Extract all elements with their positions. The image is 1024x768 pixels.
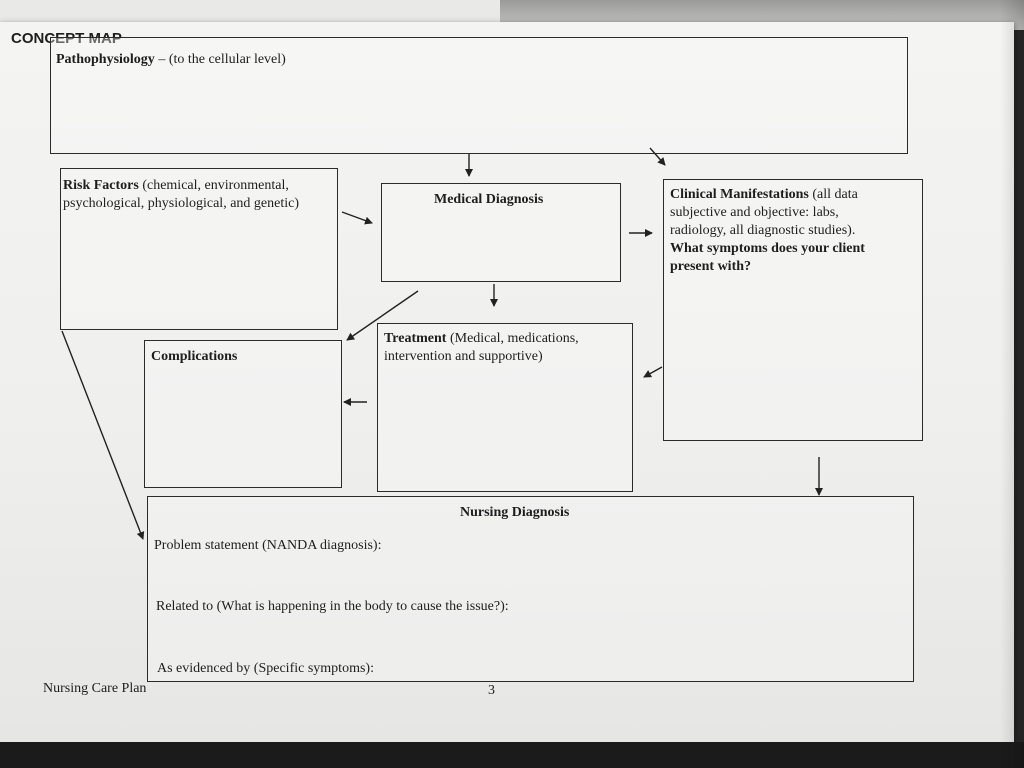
footer-label: Nursing Care Plan [43, 681, 147, 696]
complications-box[interactable]: Complications [144, 340, 342, 488]
risk-factors-title: Risk Factors [63, 178, 139, 193]
clinical-manifestations-box[interactable]: Clinical Manifestations (all data subjec… [663, 179, 923, 441]
arrow-medical-to-complications [346, 290, 419, 341]
clinical-manifestations-desc-2: subjective and objective: labs, [670, 205, 839, 220]
problem-statement-label: Problem statement (NANDA diagnosis): [154, 538, 382, 553]
treatment-desc-1: (Medical, medications, [446, 331, 579, 346]
pathophysiology-title: Pathophysiology [56, 52, 155, 67]
complications-title: Complications [151, 349, 238, 364]
pathophysiology-box[interactable]: Pathophysiology – (to the cellular level… [50, 37, 908, 154]
medical-diagnosis-title: Medical Diagnosis [434, 192, 544, 207]
risk-factors-desc-2: psychological, physiological, and geneti… [63, 196, 299, 211]
worksheet-page: CONCEPT MAP Pathophysiology – (to the ce… [0, 22, 1014, 744]
medical-diagnosis-box[interactable]: Medical Diagnosis [381, 183, 621, 282]
treatment-title: Treatment [384, 331, 447, 346]
arrow-risk-to-medical [341, 211, 373, 225]
clinical-manifestations-question-1: What symptoms does your client [670, 241, 865, 256]
clinical-manifestations-title: Clinical Manifestations [670, 187, 809, 202]
page-number: 3 [488, 683, 495, 698]
as-evidenced-by-label: As evidenced by (Specific symptoms): [157, 661, 374, 676]
pathophysiology-label: Pathophysiology – (to the cellular level… [56, 51, 286, 69]
bottom-dark-edge [0, 742, 1024, 768]
treatment-label: Treatment (Medical, medications, interve… [384, 330, 630, 366]
clinical-manifestations-desc-3: radiology, all diagnostic studies). [670, 223, 856, 238]
right-edge-shadow [1000, 0, 1024, 768]
pathophysiology-subtitle: – (to the cellular level) [154, 52, 286, 67]
clinical-manifestations-label: Clinical Manifestations (all data subjec… [670, 186, 920, 276]
arrow-risk-to-nursing [61, 330, 145, 540]
page-heading: CONCEPT MAP [11, 30, 122, 47]
related-to-label: Related to (What is happening in the bod… [156, 599, 509, 614]
risk-factors-box[interactable]: Risk Factors (chemical, environmental, p… [60, 168, 338, 330]
risk-factors-desc-1: (chemical, environmental, [138, 178, 289, 193]
treatment-box[interactable]: Treatment (Medical, medications, interve… [377, 323, 633, 492]
treatment-desc-2: intervention and supportive) [384, 349, 543, 364]
arrow-clinical-to-treatment [643, 366, 663, 378]
risk-factors-label: Risk Factors (chemical, environmental, p… [63, 177, 335, 213]
nursing-diagnosis-title: Nursing Diagnosis [460, 505, 570, 520]
nursing-diagnosis-box[interactable]: Nursing Diagnosis Problem statement (NAN… [147, 496, 914, 682]
clinical-manifestations-desc-1: (all data [808, 187, 858, 202]
clinical-manifestations-question-2: present with? [670, 259, 752, 274]
arrow-patho-to-clinical [649, 147, 666, 166]
